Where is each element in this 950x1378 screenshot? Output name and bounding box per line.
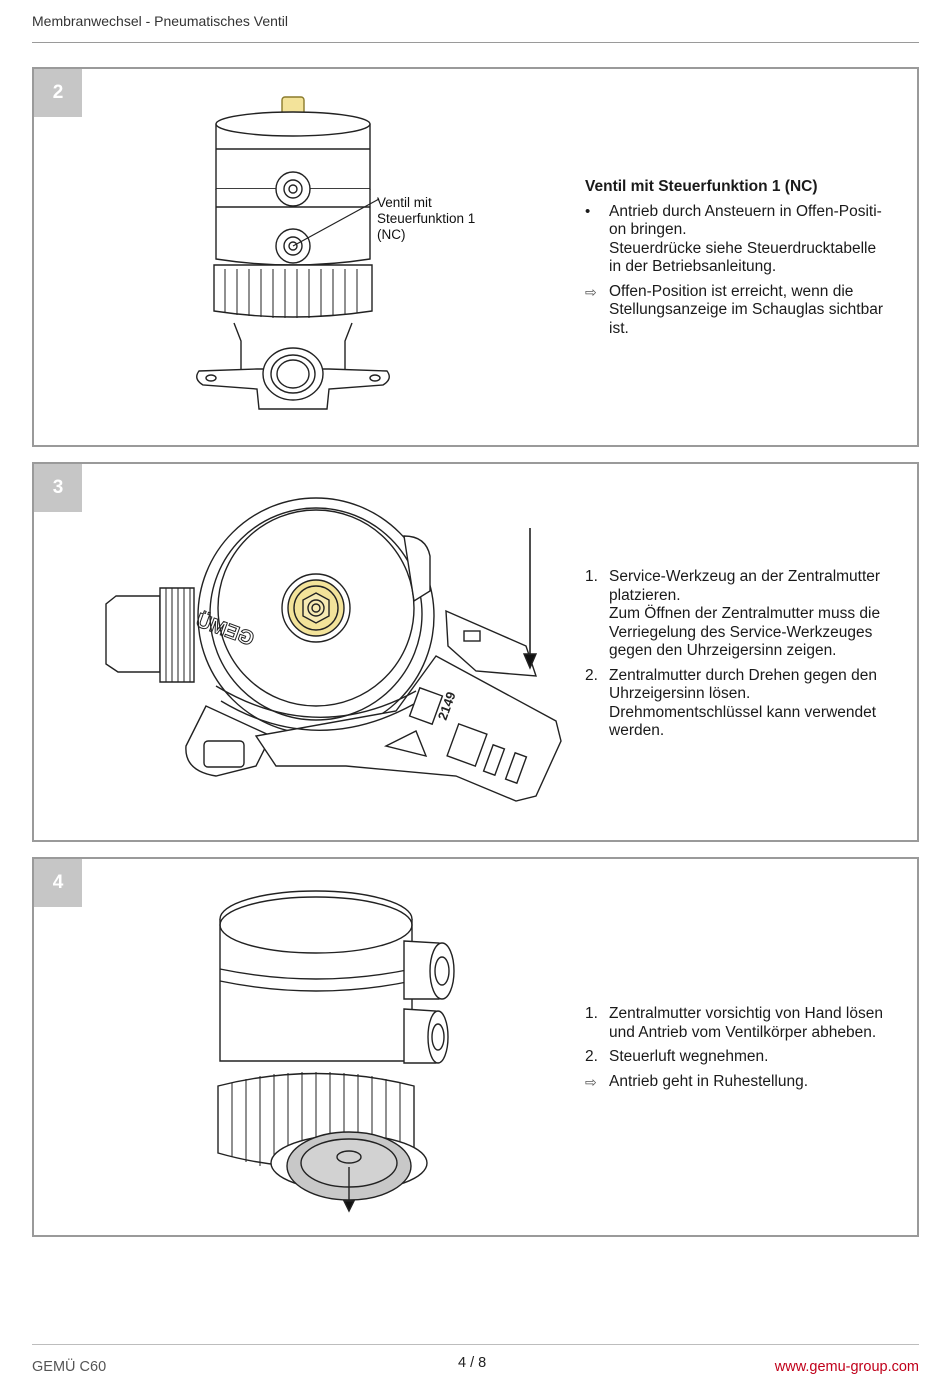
page-title: Membranwechsel - Pneumatisches Ventil [32,13,289,29]
list-item: • Antrieb durch Ansteuern in Offen-Posit… [585,202,882,276]
list-number: 2. [585,1048,598,1065]
valve-front-illustration [196,96,390,410]
result-arrow-icon: ⇨ [585,1073,597,1090]
list-item: 2. Zentralmutter durch Drehen gegen den … [585,666,877,740]
step-number: 3 [34,464,82,512]
service-tool-illustration: GEMÜ 2149 [105,497,562,802]
step-2-panel: 2 [32,67,919,447]
website-link[interactable]: www.gemu-group.com [774,1359,919,1375]
list-number: 1. [585,1005,598,1022]
product-name: GEMÜ C60 [32,1359,107,1375]
step-2-instructions: Ventil mit Steuerfunktion 1 (NC) • Antri… [585,178,905,344]
step-3-instructions: 1. Service-Werkzeug an der Zentralmutter… [585,568,905,747]
list-item: 1. Service-Werkzeug an der Zentralmutter… [585,568,881,659]
list-item: 1. Zentralmutter vorsichtig von Hand lös… [585,1005,883,1041]
list-item: ⇨ Offen-Position ist erreicht, wenn die … [585,282,883,337]
step-4-instructions: 1. Zentralmutter vorsichtig von Hand lös… [585,1005,905,1097]
step-heading: Ventil mit Steuerfunktion 1 (NC) [585,178,818,195]
step-number: 4 [34,859,82,907]
result-arrow-icon: ⇨ [585,283,597,300]
list-item: ⇨ Antrieb geht in Ruhestellung. [585,1072,809,1090]
list-number: 2. [585,666,598,684]
step-number: 2 [34,69,82,117]
actuator-removal-illustration [217,890,455,1213]
valve-callout-label: Ventil mit Steuerfunktion 1 (NC) [377,195,476,242]
bullet-marker: • [585,202,591,220]
page-footer: GEMÜ C60 4 / 8 www.gemu-group.com [32,1344,919,1378]
step-4-panel: 4 [32,857,919,1237]
step-3-panel: 3 [32,462,919,842]
list-item: 2. Steuerluft wegnehmen. [585,1048,769,1065]
list-number: 1. [585,568,598,585]
page-number: 4 / 8 [458,1355,487,1371]
page-header: Membranwechsel - Pneumatisches Ventil [32,12,919,43]
